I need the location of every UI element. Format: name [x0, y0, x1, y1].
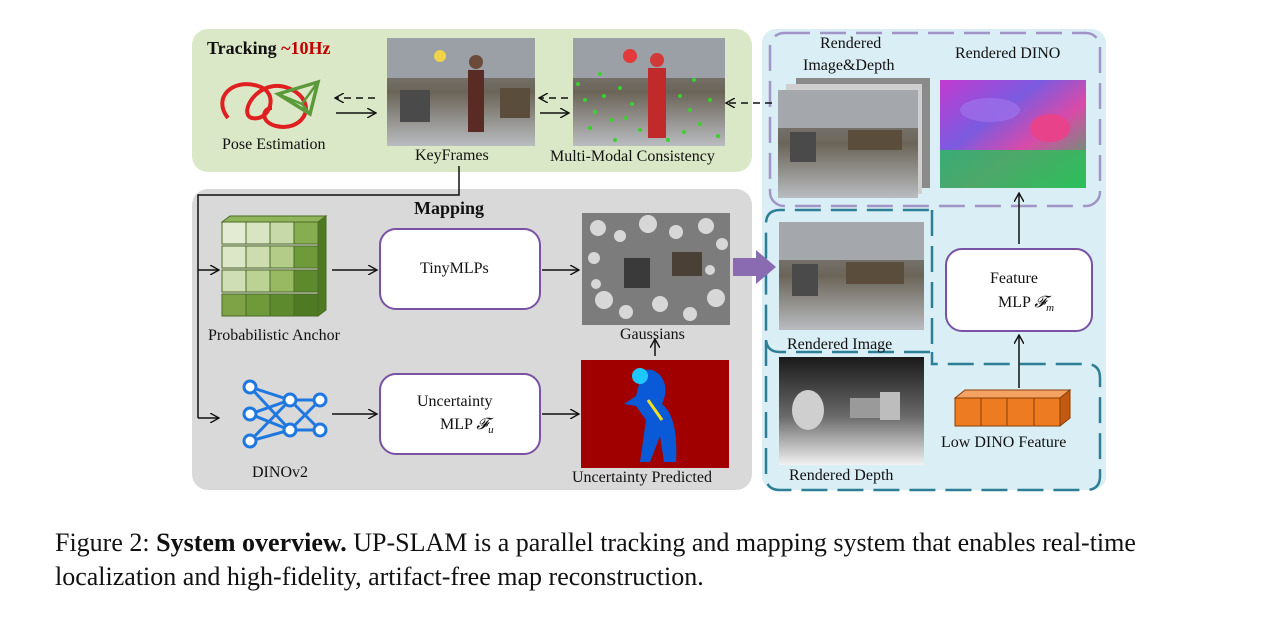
- system-overview-figure: [192, 29, 1106, 492]
- uncertainty-mlp-line2: MLP 𝓕u: [440, 416, 494, 436]
- pose-trajectory-icon: [220, 79, 321, 129]
- rendered-image: [779, 222, 924, 330]
- pose-estimation-label: Pose Estimation: [222, 136, 326, 153]
- tinymlps-box: [379, 228, 541, 310]
- figure-caption: Figure 2: System overview. UP-SLAM is a …: [55, 526, 1245, 594]
- render-big-arrow: [733, 250, 776, 284]
- rendered-depth-label: Rendered Depth: [789, 467, 894, 484]
- flow-arrows: [197, 98, 1019, 418]
- feature-sub: m: [1046, 302, 1055, 315]
- multimodal-consistency-image: [573, 38, 725, 146]
- rendered-image-label: Rendered Image: [787, 336, 893, 353]
- rendered-depth-image: [779, 357, 924, 465]
- tracking-rate: ~10Hz: [281, 38, 331, 58]
- uncertainty-symbol: 𝓕: [476, 416, 489, 433]
- rendered-imgdepth-line1: Rendered: [820, 35, 882, 52]
- uncertainty-sub: u: [488, 424, 494, 437]
- rendered-dino-group: [768, 31, 1102, 208]
- feature-symbol: 𝓕: [1034, 294, 1047, 311]
- uncertainty-mlp-box: [379, 373, 541, 455]
- low-dino-feature-cubes: [953, 388, 1072, 428]
- tracking-title-text: Tracking: [207, 38, 277, 58]
- tracking-title: Tracking ~10Hz: [207, 38, 331, 59]
- keyframes-label: KeyFrames: [415, 147, 489, 164]
- rendered-imgdepth-line2: Image&Depth: [803, 57, 895, 74]
- rendered-image-group: [764, 208, 934, 354]
- tinymlps-label: TinyMLPs: [420, 260, 489, 277]
- low-dino-label: Low DINO Feature: [941, 434, 1067, 451]
- rendered-dino-image: [940, 80, 1086, 188]
- feature-mlp-line2: MLP 𝓕m: [998, 294, 1054, 314]
- gaussians-image: [582, 213, 730, 325]
- caption-bold: System overview.: [156, 528, 347, 557]
- uncertainty-mlp-line1: Uncertainty: [417, 393, 493, 410]
- consistency-label: Multi-Modal Consistency: [550, 148, 715, 165]
- feature-mlp-box: [945, 248, 1093, 332]
- dinov2-network-icon: [242, 379, 328, 449]
- rendered-depth-group: [764, 340, 1102, 492]
- feature-mlp-text: MLP: [998, 294, 1031, 311]
- rendered-imgdepth-stack: [778, 78, 930, 198]
- caption-prefix: Figure 2:: [55, 528, 157, 557]
- caption-text: UP-SLAM is a parallel tracking and mappi…: [55, 528, 1136, 591]
- feature-mlp-line1: Feature: [990, 270, 1038, 287]
- probabilistic-anchor-grid: [220, 215, 328, 317]
- uncertainty-mlp-text: MLP: [440, 416, 473, 433]
- anchor-label: Probabilistic Anchor: [208, 327, 340, 344]
- dinov2-label: DINOv2: [252, 464, 308, 481]
- gaussians-label: Gaussians: [620, 326, 685, 343]
- uncertainty-predicted-image: [581, 360, 729, 468]
- mapping-title: Mapping: [414, 198, 485, 218]
- uncertainty-predicted-label: Uncertainty Predicted: [572, 469, 712, 486]
- keyframes-image: [387, 38, 535, 146]
- rendered-dino-label: Rendered DINO: [955, 45, 1061, 62]
